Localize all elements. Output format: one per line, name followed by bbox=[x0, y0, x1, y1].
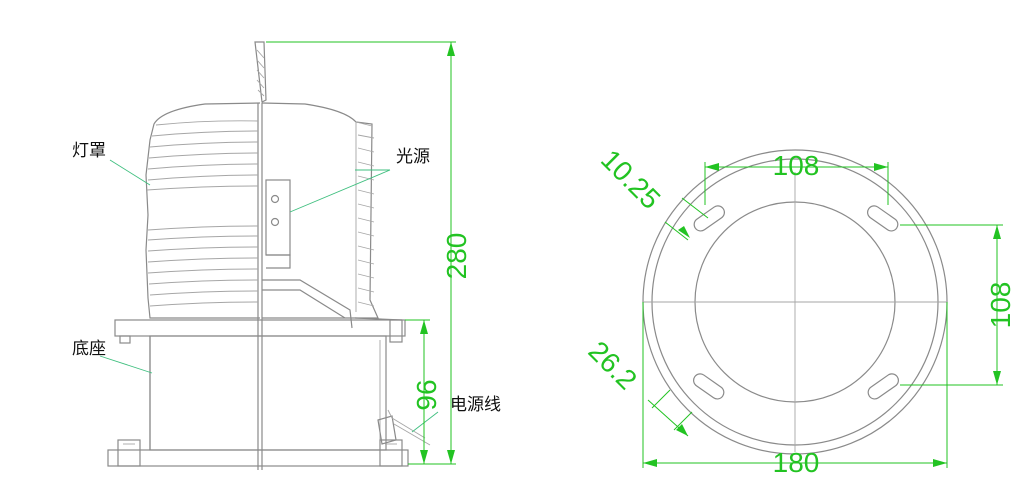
height-96-value: 96 bbox=[411, 379, 442, 410]
slot-top-left bbox=[693, 205, 725, 232]
slot-bottom-left bbox=[693, 373, 725, 400]
slot-width-value: 10.25 bbox=[595, 144, 666, 215]
lamp-cover-outline bbox=[145, 102, 379, 470]
power-cable-label: 电源线 bbox=[450, 395, 501, 415]
lamp-cover-label: 灯罩 bbox=[72, 141, 106, 161]
antenna-rod bbox=[254, 41, 267, 103]
height-280-dimension: 280 bbox=[266, 41, 472, 465]
cover-ribs-right bbox=[355, 121, 375, 312]
right-108-value: 108 bbox=[985, 282, 1016, 329]
height-280-value: 280 bbox=[441, 233, 472, 280]
diameter-180-dimension: 180 bbox=[642, 302, 948, 478]
right-108-dimension: 108 bbox=[900, 224, 1016, 386]
base-housing bbox=[107, 317, 431, 467]
top-108-dimension: 108 bbox=[704, 150, 889, 205]
light-source-module bbox=[262, 179, 353, 329]
light-source-label: 光源 bbox=[396, 147, 430, 167]
label-leaders bbox=[99, 159, 439, 433]
top-view: 108 108 180 10.25 bbox=[582, 144, 1016, 478]
mounting-slots bbox=[693, 205, 899, 400]
top-108-value: 108 bbox=[773, 150, 820, 181]
slot-length-value: 26.2 bbox=[582, 335, 642, 395]
slot-top-right bbox=[867, 205, 899, 232]
diameter-180-value: 180 bbox=[773, 447, 820, 478]
height-96-dimension: 96 bbox=[405, 319, 442, 464]
base-label: 底座 bbox=[72, 339, 106, 359]
side-view: 灯罩 光源 底座 电源线 280 96 bbox=[72, 41, 501, 470]
slot-length-26-2-dimension: 26.2 bbox=[582, 335, 693, 437]
slot-bottom-right bbox=[867, 373, 899, 400]
cover-ribs-left bbox=[146, 120, 259, 307]
